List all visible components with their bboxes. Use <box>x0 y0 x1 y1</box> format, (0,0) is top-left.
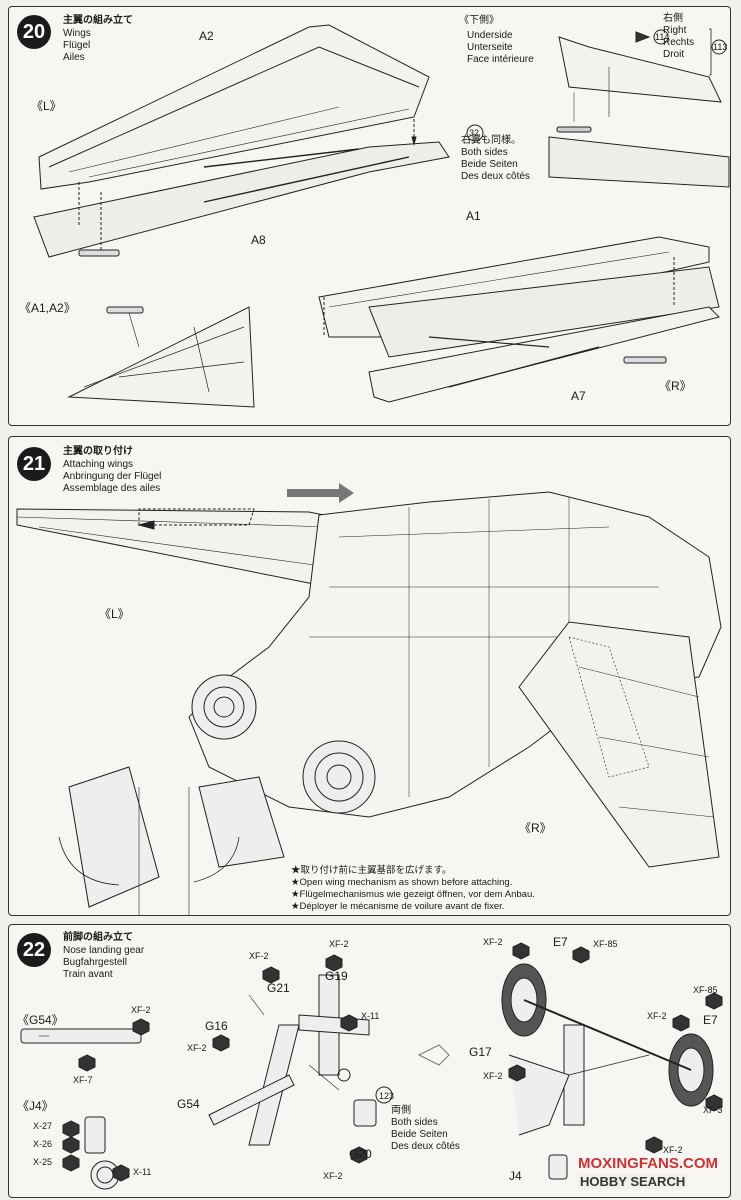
underside-ja: 《下側》 <box>459 15 499 26</box>
both-sides-22-ja: 両側 <box>391 1105 411 1116</box>
paint-xf2-bottom: XF-2 <box>663 1145 683 1155</box>
part-123: 123 <box>379 1091 395 1101</box>
step-20-panel: 20 主翼の組み立て Wings Flügel Ailes 《L》 A2 A8 … <box>8 6 731 426</box>
label-part-a7: A7 <box>571 389 586 403</box>
step-21-drawing <box>16 483 722 915</box>
label-g19: G19 <box>325 969 348 983</box>
step-22-title-fr: Train avant <box>63 969 113 980</box>
paint-x27: X-27 <box>33 1121 53 1131</box>
paint-x11-j4: X-11 <box>133 1167 152 1177</box>
note-en: ★Open wing mechanism as shown before att… <box>291 877 513 888</box>
paint-x26: X-26 <box>33 1139 53 1149</box>
label-g54-sub: 《G54》 <box>17 1013 64 1027</box>
step-20-title-en: Wings <box>63 28 91 39</box>
label-part-a1: A1 <box>466 209 481 223</box>
paint-xf2-e7: XF-2 <box>647 1011 667 1021</box>
both-sides-22-de: Beide Seiten <box>391 1129 448 1140</box>
both-sides-22-fr: Des deux côtés <box>391 1141 460 1152</box>
label-right-wing: 《R》 <box>659 379 692 393</box>
right-fr: Droit <box>663 49 685 60</box>
part-113: 113 <box>713 42 728 52</box>
step-21-title-fr: Assemblage des ailes <box>63 483 161 494</box>
both-sides-en: Both sides <box>461 147 508 158</box>
label-e7-top: E7 <box>553 935 568 949</box>
watermark-hobbysearch: HOBBY SEARCH <box>578 1174 688 1189</box>
watermark-moxingfans: MOXINGFANS.COM <box>578 1155 719 1172</box>
paint-xf85-right: XF-85 <box>693 985 718 995</box>
paint-x25: X-25 <box>33 1157 53 1167</box>
label-part-a8: A8 <box>251 233 266 247</box>
both-sides-de: Beide Seiten <box>461 159 518 170</box>
step-21-panel: 21 主翼の取り付け Attaching wings Anbringung de… <box>8 436 731 916</box>
right-de: Rechts <box>663 37 695 48</box>
both-sides-fr: Des deux côtés <box>461 171 530 182</box>
paint-xf7: XF-7 <box>73 1075 93 1085</box>
label-e7-right: E7 <box>703 1013 718 1027</box>
label-j4-sub: 《J4》 <box>17 1099 54 1113</box>
paint-xf85-top: XF-85 <box>593 939 618 949</box>
underside-en: Underside <box>467 30 513 41</box>
right-ja: 右側 <box>663 13 683 24</box>
label-left-wing-attach: 《L》 <box>99 607 130 621</box>
step-21-title-de: Anbringung der Flügel <box>63 471 162 482</box>
step-20-title-fr: Ailes <box>63 52 85 63</box>
right-en: Right <box>663 25 687 36</box>
label-right-wing-attach: 《R》 <box>519 821 552 835</box>
paint-xf2-g54: XF-2 <box>131 1005 151 1015</box>
step-22-title-ja: 前脚の組み立て <box>63 932 133 943</box>
step-20-title-ja: 主翼の組み立て <box>63 15 133 26</box>
step-21-number: 21 <box>17 447 51 481</box>
paint-xf2-wheel: XF-2 <box>483 937 503 947</box>
label-g17: G17 <box>469 1045 492 1059</box>
label-left-wing: 《L》 <box>31 99 62 113</box>
paint-x11-g19: X-11 <box>361 1011 380 1021</box>
label-g54: G54 <box>177 1097 200 1111</box>
note-fr: ★Déployer le mécanisme de voilure avant … <box>291 901 505 912</box>
part-114: 114 <box>655 32 670 42</box>
step-22-number: 22 <box>17 933 51 967</box>
label-a1-a2-detail: 《A1,A2》 <box>19 301 76 315</box>
step-22-panel: 22 前脚の組み立て Nose landing gear Bugfahrgest… <box>8 924 731 1198</box>
label-g16: G16 <box>205 1019 228 1033</box>
note-de: ★Flügelmechanismus wie gezeigt öffnen, v… <box>291 889 535 900</box>
step-20-number: 20 <box>17 15 51 49</box>
step-22-drawing <box>20 942 723 1190</box>
label-g21: G21 <box>267 981 290 995</box>
label-j4: J4 <box>509 1169 522 1183</box>
step-20-drawing <box>33 24 730 408</box>
step-22-title-en: Nose landing gear <box>63 945 145 956</box>
paint-xf2-g16: XF-2 <box>187 1043 207 1053</box>
part-32: 32 <box>469 128 480 138</box>
both-sides-ja: 右翼も同様。 <box>461 135 521 146</box>
paint-xf2-g19: XF-2 <box>329 939 349 949</box>
step-21-title-ja: 主翼の取り付け <box>63 446 133 457</box>
paint-xf3: XF-3 <box>703 1105 723 1115</box>
note-ja: ★取り付け前に主翼基部を広げます。 <box>291 865 452 876</box>
step-21-title-en: Attaching wings <box>63 459 134 470</box>
both-sides-22-en: Both sides <box>391 1117 438 1128</box>
underside-fr: Face intérieure <box>467 54 534 65</box>
paint-xf2-g17: XF-2 <box>483 1071 503 1081</box>
paint-xf2-g21: XF-2 <box>249 951 269 961</box>
step-20-title-de: Flügel <box>63 40 91 51</box>
label-g20: G20 <box>349 1147 372 1161</box>
paint-xf2-g20: XF-2 <box>323 1171 343 1181</box>
step-22-title-de: Bugfahrgestell <box>63 957 127 968</box>
label-part-a2: A2 <box>199 29 214 43</box>
underside-de: Unterseite <box>467 42 513 53</box>
